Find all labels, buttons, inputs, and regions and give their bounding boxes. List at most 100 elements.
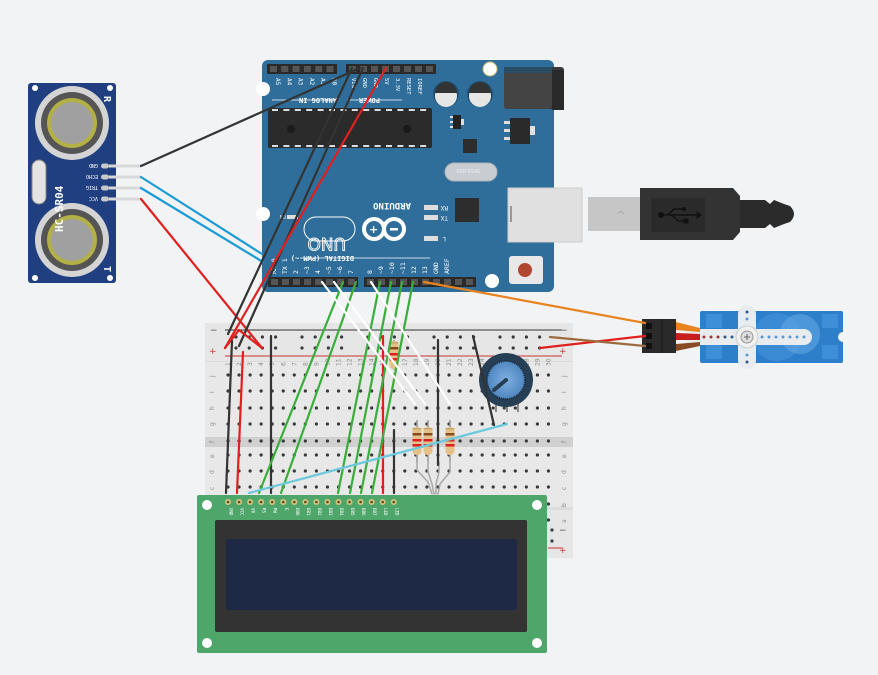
header-pin[interactable] (271, 279, 278, 285)
breadboard-hole[interactable] (546, 453, 551, 457)
rail-hole[interactable] (550, 528, 554, 532)
header-pin[interactable] (426, 66, 433, 72)
usb-b-port[interactable] (507, 187, 583, 243)
breadboard-hole[interactable] (303, 406, 307, 410)
breadboard-hole[interactable] (546, 518, 551, 522)
breadboard-hole[interactable] (292, 389, 296, 393)
resistor[interactable] (445, 420, 455, 462)
breadboard-hole[interactable] (325, 485, 330, 489)
breadboard-hole[interactable] (226, 389, 230, 393)
breadboard-hole[interactable] (303, 439, 307, 443)
breadboard-hole[interactable] (347, 406, 352, 410)
breadboard-hole[interactable] (502, 453, 506, 457)
power-header[interactable] (346, 64, 436, 74)
breadboard-hole[interactable] (491, 453, 495, 457)
breadboard-hole[interactable] (469, 485, 473, 489)
breadboard-hole[interactable] (513, 485, 517, 489)
breadboard-hole[interactable] (325, 406, 330, 410)
breadboard-hole[interactable] (259, 439, 263, 443)
sensor-pin-pad[interactable] (101, 185, 109, 191)
breadboard-hole[interactable] (281, 422, 285, 426)
breadboard-hole[interactable] (403, 439, 407, 443)
breadboard-hole[interactable] (480, 485, 484, 489)
breadboard-hole[interactable] (480, 469, 484, 473)
header-pin[interactable] (415, 66, 422, 72)
breadboard-hole[interactable] (458, 469, 462, 473)
header-pin[interactable] (315, 279, 322, 285)
breadboard-hole[interactable] (314, 373, 318, 377)
breadboard-hole[interactable] (314, 406, 318, 410)
rail-hole[interactable] (274, 346, 278, 350)
rail-hole[interactable] (247, 346, 251, 350)
breadboard-hole[interactable] (325, 389, 330, 393)
breadboard-hole[interactable] (226, 373, 230, 377)
breadboard-hole[interactable] (535, 469, 540, 473)
breadboard-hole[interactable] (513, 453, 517, 457)
breadboard-hole[interactable] (447, 406, 451, 410)
rail-hole[interactable] (392, 335, 396, 339)
wire-d8-to-led[interactable] (369, 280, 452, 406)
wire-sensor-trig[interactable] (139, 186, 265, 264)
breadboard-hole[interactable] (281, 469, 285, 473)
breadboard-hole[interactable] (248, 373, 252, 377)
breadboard-hole[interactable] (513, 406, 517, 410)
breadboard-hole[interactable] (502, 469, 506, 473)
header-pin[interactable] (404, 66, 411, 72)
breadboard-hole[interactable] (392, 406, 396, 410)
wire-rail-jumper[interactable] (237, 328, 264, 350)
breadboard-hole[interactable] (292, 422, 296, 426)
breadboard-hole[interactable] (491, 485, 495, 489)
breadboard-hole[interactable] (447, 485, 451, 489)
breadboard-hole[interactable] (469, 389, 473, 393)
breadboard-hole[interactable] (303, 485, 307, 489)
breadboard-hole[interactable] (314, 439, 318, 443)
breadboard-hole[interactable] (248, 389, 252, 393)
rail-hole[interactable] (538, 335, 542, 339)
breadboard-hole[interactable] (403, 422, 407, 426)
sensor-pin-pad[interactable] (101, 163, 109, 169)
breadboard-hole[interactable] (370, 422, 374, 426)
breadboard-hole[interactable] (347, 453, 352, 457)
breadboard-hole[interactable] (292, 469, 296, 473)
wire-d9-to-lcd[interactable] (336, 280, 382, 495)
rail-hole[interactable] (550, 539, 554, 543)
wire-lcd-gnd[interactable] (224, 339, 234, 495)
breadboard-hole[interactable] (546, 373, 551, 377)
sensor-pin-pad[interactable] (101, 196, 109, 202)
breadboard-hole[interactable] (325, 453, 330, 457)
rail-hole[interactable] (274, 335, 278, 339)
breadboard-hole[interactable] (546, 389, 551, 393)
led-lead-wire[interactable] (427, 461, 435, 495)
wire-pot-ground[interactable] (471, 334, 496, 427)
wire-rail-jumper[interactable] (223, 328, 241, 350)
breadboard-hole[interactable] (336, 453, 341, 457)
breadboard-hole[interactable] (524, 469, 528, 473)
wires[interactable] (139, 66, 647, 495)
wire-gnd-to-rail[interactable] (226, 66, 354, 336)
header-pin[interactable] (433, 279, 440, 285)
potentiometer[interactable] (479, 353, 533, 412)
wire-sensor-gnd[interactable] (139, 66, 362, 168)
breadboard-hole[interactable] (292, 485, 296, 489)
analog-header[interactable] (267, 64, 337, 74)
breadboard-hole[interactable] (524, 453, 528, 457)
breadboard-hole[interactable] (370, 453, 374, 457)
breadboard-hole[interactable] (403, 406, 407, 410)
breadboard-hole[interactable] (281, 439, 285, 443)
header-pin[interactable] (270, 66, 277, 72)
breadboard-hole[interactable] (458, 453, 462, 457)
breadboard-hole[interactable] (281, 373, 285, 377)
breadboard-hole[interactable] (546, 422, 551, 426)
wire-servo-signal[interactable] (422, 280, 647, 325)
breadboard-hole[interactable] (336, 389, 341, 393)
header-pin[interactable] (282, 279, 289, 285)
breadboard-hole[interactable] (281, 406, 285, 410)
rail-hole[interactable] (432, 346, 436, 350)
breadboard-hole[interactable] (491, 439, 495, 443)
breadboard-hole[interactable] (359, 406, 363, 410)
breadboard-hole[interactable] (303, 453, 307, 457)
rail-hole[interactable] (458, 346, 462, 350)
